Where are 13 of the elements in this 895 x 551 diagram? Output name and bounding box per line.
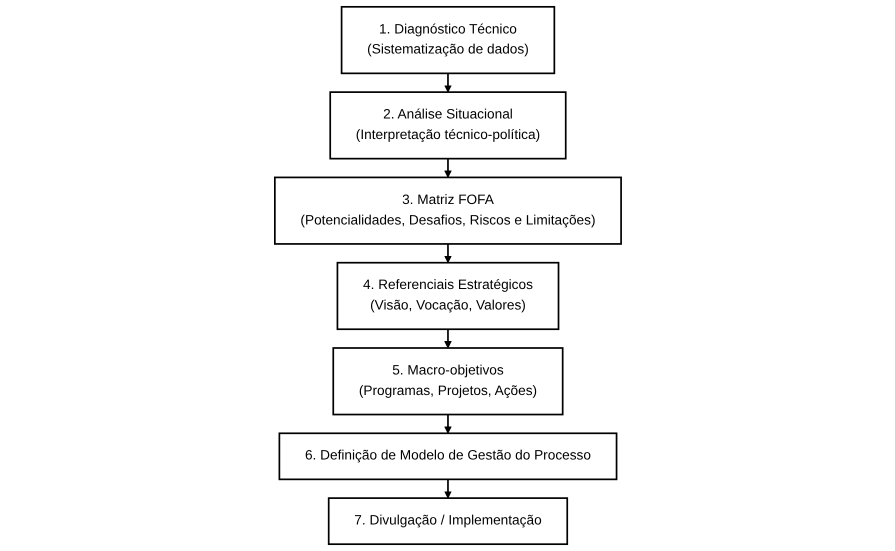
node-box: 2. Análise Situacional (Interpretação técnico-política) — [328, 91, 566, 160]
node-box: 7. Divulgação / Implementação — [327, 497, 568, 546]
node-box: 4. Referenciais Estratégicos (Visão, Vocação, Valores) — [336, 262, 559, 330]
node-box: 6. Definição de Modelo de Gestão do Processo — [278, 432, 617, 480]
arrow — [444, 158, 452, 178]
arrow — [444, 73, 452, 92]
node-box: 1. Diagnóstico Técnico (Sistematização de dados) — [340, 6, 555, 74]
arrow — [444, 479, 452, 498]
arrow — [444, 329, 452, 348]
node-box: 3. Matriz FOFA (Potencialidades, Desafios, Riscos e Limitações) — [274, 176, 622, 245]
arrow — [444, 414, 452, 434]
arrow — [444, 244, 452, 264]
node-box: 5. Macro-objetivos (Programas, Projetos, Ações) — [332, 347, 564, 416]
